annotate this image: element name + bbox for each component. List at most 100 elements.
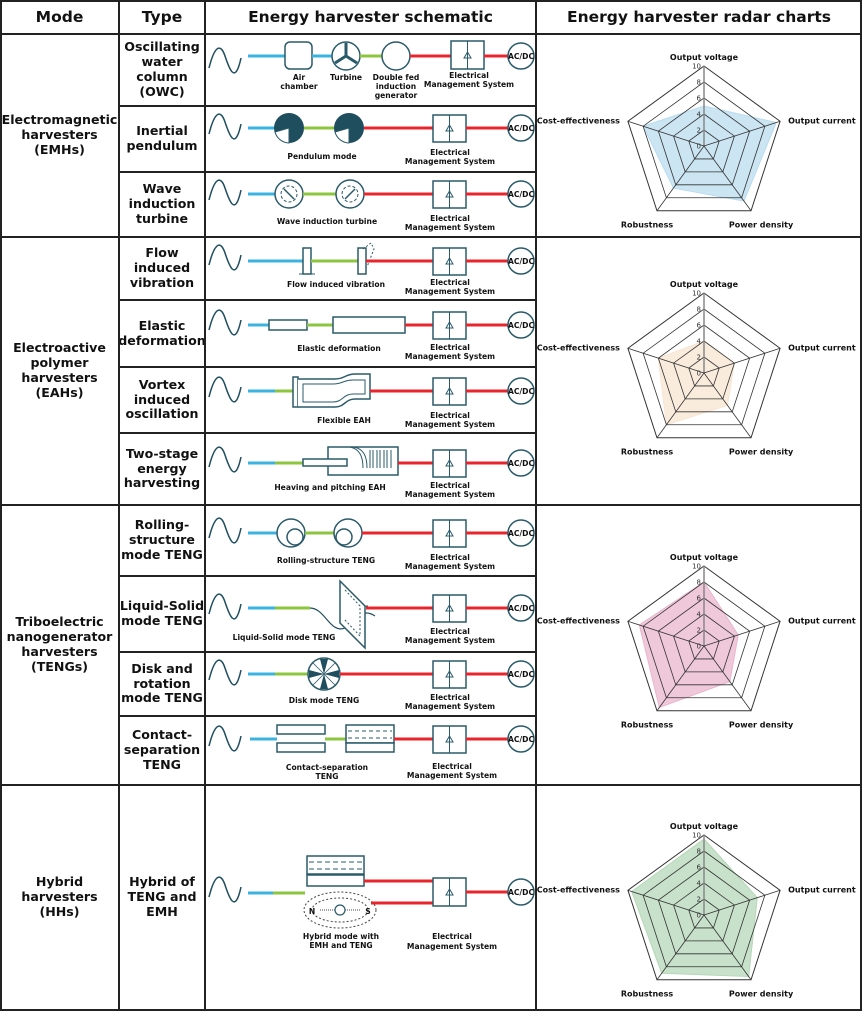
radar-axis-label: Robustness [621, 990, 674, 999]
radar-tick-label: 8 [697, 79, 701, 87]
schematic-two-stage: AC/DC Heaving and pitching EAH Electrica… [205, 433, 536, 505]
ems-icon [432, 877, 467, 907]
schematic-flow-induced-vibration: AC/DC Flow induced vibration Electrical … [205, 237, 536, 300]
radar-tick-label: 0 [697, 143, 701, 151]
radar-grid-ring [627, 834, 781, 981]
radar-axis-label: Output current [788, 116, 856, 125]
radar-tick-label: 0 [697, 912, 701, 920]
svg-text:Electrical: Electrical [430, 148, 470, 157]
radar-tick-label: 6 [697, 864, 702, 872]
elastic-element-icon [268, 319, 308, 331]
radar-axis-label: Robustness [621, 221, 674, 230]
svg-text:Electrical: Electrical [430, 481, 470, 490]
type-wave-induction-turbine: Wave induction turbine [128, 181, 196, 226]
svg-text:TENG: TENG [316, 772, 339, 781]
svg-text:Double fed: Double fed [373, 73, 420, 82]
radar-spoke [703, 889, 781, 916]
radar-grid-ring [627, 565, 781, 712]
radar-axis-label: Robustness [621, 448, 674, 457]
radar-axis-label: Output voltage [670, 822, 739, 831]
svg-text:Electrical: Electrical [430, 553, 470, 562]
wave-icon [208, 517, 242, 544]
mode-teng: Triboelectric nanogenerator harvesters (… [6, 614, 113, 674]
acdc-icon [507, 519, 535, 547]
radar-axis-label: Cost-effectiveness [537, 343, 620, 352]
svg-text:AC/DC: AC/DC [508, 459, 535, 468]
radar-grid-ring [657, 597, 751, 686]
mode-eah: Electroactive polymer harvesters (EAHs) [13, 340, 106, 400]
rolling-teng-icon [276, 518, 306, 548]
pendulum-icon [274, 113, 304, 144]
radar-spoke [656, 914, 705, 980]
acdc-icon [507, 660, 535, 688]
radar-axis-label: Cost-effectiveness [537, 616, 620, 625]
turbine-icon [331, 41, 361, 71]
generator-icon [381, 41, 411, 71]
radar-tick-label: 2 [697, 354, 701, 362]
radar-spoke [627, 347, 705, 374]
svg-text:AC/DC: AC/DC [508, 735, 535, 744]
svg-text:Elastic deformation: Elastic deformation [297, 344, 381, 353]
svg-text:AC/DC: AC/DC [508, 387, 535, 396]
svg-text:Management System: Management System [405, 702, 495, 711]
radar-grid-ring [642, 81, 766, 199]
radar-grid-ring [673, 882, 735, 942]
magnet-icon: N S [303, 891, 377, 929]
svg-text:Management System: Management System [407, 771, 497, 780]
radar-spoke [656, 372, 705, 438]
radar-tick-label: 10 [692, 563, 701, 571]
disk-teng-icon [307, 657, 341, 691]
radar-axis-label: Output current [788, 343, 856, 352]
wave-icon [208, 47, 242, 74]
radar-grid-ring [688, 629, 720, 660]
radar-tick-label: 2 [697, 896, 701, 904]
radar-tick-label: 8 [697, 579, 701, 587]
wave-turbine-icon [335, 179, 365, 209]
svg-text:Management System: Management System [405, 287, 495, 296]
acdc-icon [507, 878, 535, 906]
acdc-icon [507, 725, 535, 753]
svg-text:Heaving and pitching EAH: Heaving and pitching EAH [274, 483, 385, 492]
radar-tick-label: 0 [697, 370, 701, 378]
radar-grid-ring [688, 129, 720, 160]
acdc-icon [507, 311, 535, 339]
schematic-contact-separation-teng: AC/DC Contact-separation TENG Electrical… [205, 716, 536, 785]
svg-text:Air: Air [293, 73, 305, 82]
radar-grid-ring [627, 65, 781, 212]
radar-tick-label: 4 [697, 880, 702, 888]
radar-grid-ring [657, 866, 751, 955]
ems-icon [432, 377, 467, 406]
type-flow-induced-vibration: Flow induced vibration [129, 245, 195, 290]
svg-text:chamber: chamber [280, 82, 318, 91]
radar-grid-ring [627, 292, 781, 439]
acdc-icon [507, 449, 535, 477]
wave-icon [208, 725, 242, 752]
header-schematic: Energy harvester schematic [248, 7, 493, 26]
elastic-element-icon [332, 316, 406, 334]
flow-vibration-icon [357, 242, 375, 275]
radar-axis-label: Output voltage [670, 553, 739, 562]
radar-tick-label: 10 [692, 832, 701, 840]
svg-text:AC/DC: AC/DC [508, 604, 535, 613]
type-elastic-deformation: Elastic deformation [118, 317, 206, 348]
radar-spoke [627, 120, 705, 147]
wave-icon [208, 593, 242, 620]
radar-spoke [703, 145, 752, 211]
svg-text:Liquid-Solid mode TENG: Liquid-Solid mode TENG [233, 633, 336, 642]
radar-axis-label: Power density [729, 448, 794, 457]
rolling-teng-icon [333, 518, 363, 548]
schematic-disk-teng: AC/DC Disk mode TENG Electrical Manageme… [205, 652, 536, 716]
radar-axis-label: Cost-effectiveness [537, 116, 620, 125]
type-liquid-solid-teng: Liquid-Solid mode TENG [119, 598, 205, 628]
ems-icon [432, 247, 467, 276]
radar-grid-ring [642, 850, 766, 968]
radar-tick-label: 8 [697, 306, 701, 314]
header-radar: Energy harvester radar charts [567, 7, 831, 26]
wave-icon [208, 179, 242, 206]
wave-icon [208, 446, 242, 473]
svg-text:Contact-separation: Contact-separation [286, 763, 368, 772]
radar-spoke [703, 645, 752, 711]
acdc-icon [507, 180, 535, 208]
ems-icon [432, 594, 467, 623]
